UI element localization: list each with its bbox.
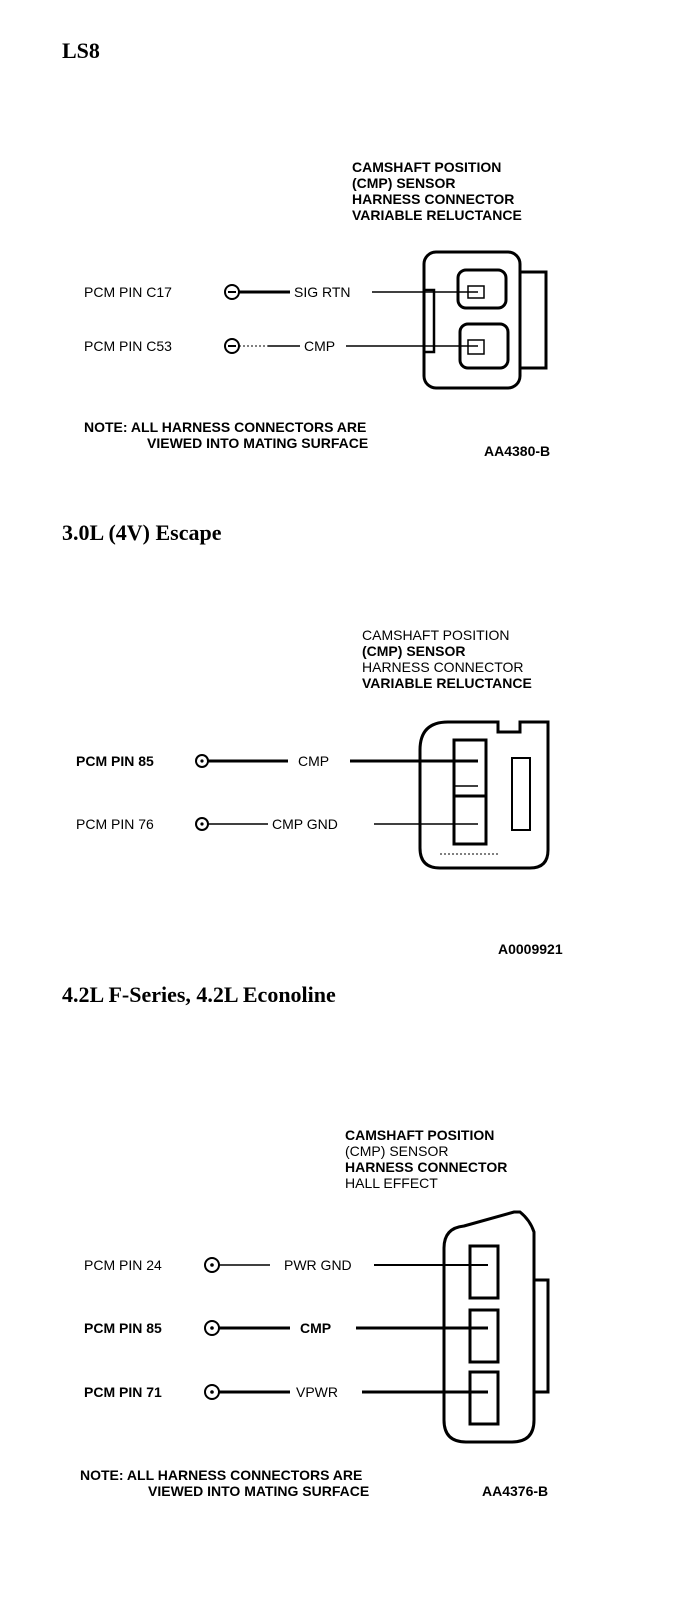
ls8-note-line-2: VIEWED INTO MATING SURFACE xyxy=(147,435,368,451)
ls8-note-line-1: NOTE: ALL HARNESS CONNECTORS ARE xyxy=(84,419,366,435)
escape-circuit-label: CMP GND xyxy=(272,816,338,832)
escape-title-line-3: HARNESS CONNECTOR xyxy=(362,659,524,675)
escape-connector-title: CAMSHAFT POSITION (CMP) SENSOR HARNESS C… xyxy=(362,627,532,691)
f-series-circuit-label: PWR GND xyxy=(284,1257,352,1273)
f-series-pcm-pin-label: PCM PIN 24 xyxy=(84,1257,162,1273)
ls8-pcm-pin-label: PCM PIN C53 xyxy=(84,338,172,354)
escape-connector-body xyxy=(418,720,550,870)
ls8-title-line-4: VARIABLE RELUCTANCE xyxy=(352,207,522,223)
ls8-title-line-3: HARNESS CONNECTOR xyxy=(352,191,514,207)
escape-connector-diagram: CAMSHAFT POSITION (CMP) SENSOR HARNESS C… xyxy=(76,627,563,957)
f-series-title-line-2: (CMP) SENSOR xyxy=(345,1143,448,1159)
escape-figure-code: A0009921 xyxy=(498,941,563,957)
f-series-title-line-3: HARNESS CONNECTOR xyxy=(345,1159,507,1175)
f-series-connector-title: CAMSHAFT POSITION (CMP) SENSOR HARNESS C… xyxy=(345,1127,507,1191)
f-series-title-line-4: HALL EFFECT xyxy=(345,1175,438,1191)
ls8-circuit-label: CMP xyxy=(304,338,335,354)
f-series-connector-body xyxy=(442,1210,550,1444)
section-heading-escape: 3.0L (4V) Escape xyxy=(62,520,222,545)
escape-pcm-pin-label: PCM PIN 85 xyxy=(76,753,154,769)
escape-title-line-2: (CMP) SENSOR xyxy=(362,643,465,659)
f-series-pcm-pin-label: PCM PIN 85 xyxy=(84,1320,162,1336)
f-series-connector-diagram: CAMSHAFT POSITION (CMP) SENSOR HARNESS C… xyxy=(80,1127,550,1499)
f-series-pcm-pin-label: PCM PIN 71 xyxy=(84,1384,162,1400)
escape-title-line-4: VARIABLE RELUCTANCE xyxy=(362,675,532,691)
section-heading-f-series: 4.2L F-Series, 4.2L Econoline xyxy=(62,982,336,1007)
escape-pcm-pin-label: PCM PIN 76 xyxy=(76,816,154,832)
ls8-title-line-2: (CMP) SENSOR xyxy=(352,175,455,191)
ls8-connector-diagram: CAMSHAFT POSITION (CMP) SENSOR HARNESS C… xyxy=(84,159,550,459)
f-series-circuit-label: VPWR xyxy=(296,1384,338,1400)
f-series-note-line-1: NOTE: ALL HARNESS CONNECTORS ARE xyxy=(80,1467,362,1483)
escape-title-line-1: CAMSHAFT POSITION xyxy=(362,627,510,643)
f-series-note-line-2: VIEWED INTO MATING SURFACE xyxy=(148,1483,369,1499)
ls8-circuit-label: SIG RTN xyxy=(294,284,351,300)
f-series-figure-code: AA4376-B xyxy=(482,1483,548,1499)
ls8-connector-title: CAMSHAFT POSITION (CMP) SENSOR HARNESS C… xyxy=(352,159,522,223)
escape-circuit-label: CMP xyxy=(298,753,329,769)
ls8-figure-code: AA4380-B xyxy=(484,443,550,459)
f-series-title-line-1: CAMSHAFT POSITION xyxy=(345,1127,494,1143)
f-series-circuit-label: CMP xyxy=(300,1320,331,1336)
ls8-pcm-pin-label: PCM PIN C17 xyxy=(84,284,172,300)
section-heading-ls8: LS8 xyxy=(62,38,100,63)
ls8-title-line-1: CAMSHAFT POSITION xyxy=(352,159,501,175)
ls8-connector-body xyxy=(422,250,548,390)
